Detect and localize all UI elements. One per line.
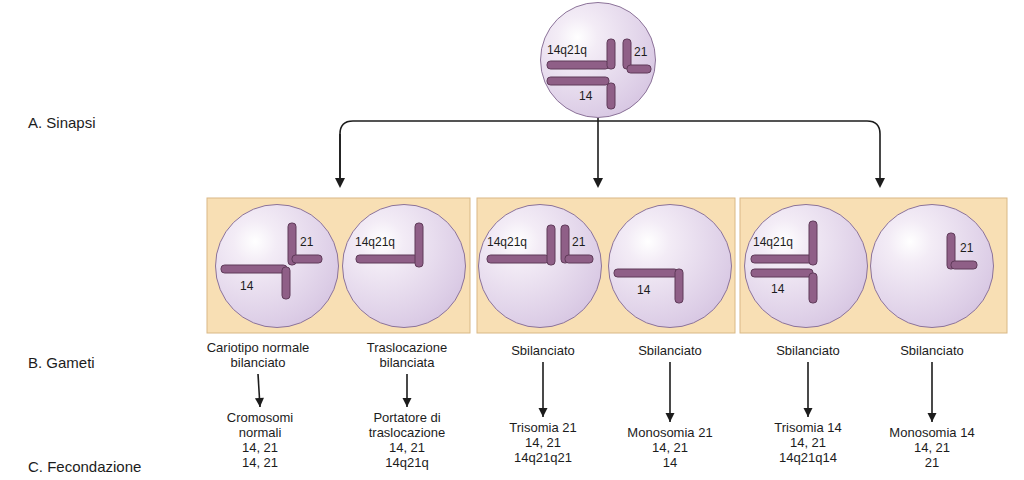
chromosome-label: 14 xyxy=(579,89,592,103)
chromosome-label: 21 xyxy=(300,235,313,249)
chromosome xyxy=(607,39,615,69)
gamete-band xyxy=(207,198,470,333)
gamete-band xyxy=(740,198,1007,333)
chromosome xyxy=(623,39,631,69)
chromosome-label: 14 xyxy=(240,279,253,293)
chromosome-drawing xyxy=(745,205,869,329)
gamete-caption: Sbilanciato xyxy=(488,343,598,358)
caption-text: Portatore di traslocazione xyxy=(347,410,467,440)
gamete-circle: 21 xyxy=(870,204,994,328)
caption-text: Monosomia 21 xyxy=(610,425,730,440)
chromosome xyxy=(547,77,609,85)
outcome-text: Monosomia 2114, 2114 xyxy=(610,425,730,470)
chromosome xyxy=(809,221,817,265)
arrow-connector xyxy=(804,362,813,417)
caption-text: Monosomia 14 xyxy=(872,425,992,440)
chromosome xyxy=(627,65,651,73)
arrow-connector xyxy=(403,374,412,407)
branch-arrow xyxy=(340,121,880,186)
chromosome xyxy=(675,269,683,303)
chromosome-label: 14 xyxy=(771,282,784,296)
branch-arrow xyxy=(339,134,341,186)
chromosome-label: 14 xyxy=(637,283,650,297)
karyotype-text: 14, 21 xyxy=(483,435,603,450)
chromosome-drawing xyxy=(541,3,657,119)
karyotype-text: 14, 21 xyxy=(215,440,305,455)
karyotype-text: 14q21q21 xyxy=(483,450,603,465)
gamete-caption: Sbilanciato xyxy=(615,343,725,358)
chromosome-label: 14q21q xyxy=(547,43,587,57)
gamete-caption: Traslocazione bilanciata xyxy=(352,340,462,370)
gamete-circle: 14q21q xyxy=(342,204,466,328)
gamete-circle: 14q21q 21 xyxy=(478,204,602,328)
chromosome-label: 14q21q xyxy=(355,235,395,249)
gamete-caption: Cariotipo normale bilanciato xyxy=(193,340,323,370)
chromosome-drawing xyxy=(609,205,733,329)
chromosome-drawing xyxy=(871,205,995,329)
karyotype-text: 14, 21 xyxy=(215,455,305,470)
outcome-text: Monosomia 1414, 2121 xyxy=(872,425,992,470)
chromosome-label: 14q21q xyxy=(487,235,527,249)
gamete-caption: Sbilanciato xyxy=(753,343,863,358)
chromosome-label: 21 xyxy=(572,235,585,249)
chromosome xyxy=(292,255,322,263)
caption-text: Sbilanciato xyxy=(877,343,987,358)
chromosome xyxy=(415,223,423,267)
karyotype-text: 14q21q xyxy=(347,455,467,470)
chromosome xyxy=(751,255,813,263)
arrow-connector xyxy=(255,374,264,407)
stage-label: A. Sinapsi xyxy=(28,114,96,132)
chromosome-drawing xyxy=(343,205,467,329)
karyotype-text: 14 xyxy=(610,455,730,470)
karyotype-text: 14, 21 xyxy=(610,440,730,455)
karyotype-text: 14q21q14 xyxy=(748,450,868,465)
caption-text: Sbilanciato xyxy=(488,343,598,358)
arrow-connector xyxy=(928,362,937,422)
arrow-connector xyxy=(666,362,675,422)
outcome-text: Trisomia 2114, 2114q21q21 xyxy=(483,420,603,465)
caption-text: Cariotipo normale bilanciato xyxy=(193,340,323,370)
caption-text: Trisomia 21 xyxy=(483,420,603,435)
chromosome-drawing xyxy=(479,205,603,329)
chromosome xyxy=(547,61,609,69)
gamete-band xyxy=(477,198,735,333)
karyotype-text: 14, 21 xyxy=(347,440,467,455)
stage-label: C. Fecondazione xyxy=(28,458,141,476)
chromosome xyxy=(547,225,555,265)
outcome-text: Portatore di traslocazione14, 2114q21q xyxy=(347,410,467,470)
caption-text: Cromosomi normali xyxy=(215,410,305,440)
chromosome xyxy=(356,255,418,263)
gamete-circle: 14q21q 14 xyxy=(744,204,868,328)
chromosome-drawing xyxy=(216,205,340,329)
karyotype-text: 14, 21 xyxy=(872,440,992,455)
chromosome-label: 21 xyxy=(634,45,647,59)
stage-label: B. Gameti xyxy=(28,354,95,372)
caption-text: Sbilanciato xyxy=(615,343,725,358)
chromosome xyxy=(565,255,593,263)
chromosome xyxy=(487,255,549,263)
cell-circle: 14q21q 21 14 xyxy=(540,2,656,118)
chromosome xyxy=(607,83,615,109)
chromosome xyxy=(614,269,678,277)
branch-arrow xyxy=(597,118,599,186)
caption-text: Traslocazione bilanciata xyxy=(352,340,462,370)
chromosome xyxy=(751,269,813,277)
gamete-caption: Sbilanciato xyxy=(877,343,987,358)
outcome-text: Trisomia 1414, 2114q21q14 xyxy=(748,420,868,465)
gamete-circle: 14 xyxy=(608,204,732,328)
gamete-circle: 21 14 xyxy=(215,204,339,328)
chromosome xyxy=(951,261,977,269)
karyotype-text: 14, 21 xyxy=(748,435,868,450)
chromosome-label: 21 xyxy=(960,241,973,255)
chromosome xyxy=(809,273,817,303)
karyotype-text: 21 xyxy=(872,455,992,470)
arrow-connector xyxy=(539,362,548,417)
chromosome xyxy=(282,267,290,299)
caption-text: Trisomia 14 xyxy=(748,420,868,435)
chromosome xyxy=(221,265,287,273)
chromosome-label: 14q21q xyxy=(753,235,793,249)
caption-text: Sbilanciato xyxy=(753,343,863,358)
outcome-text: Cromosomi normali14, 2114, 21 xyxy=(215,410,305,470)
